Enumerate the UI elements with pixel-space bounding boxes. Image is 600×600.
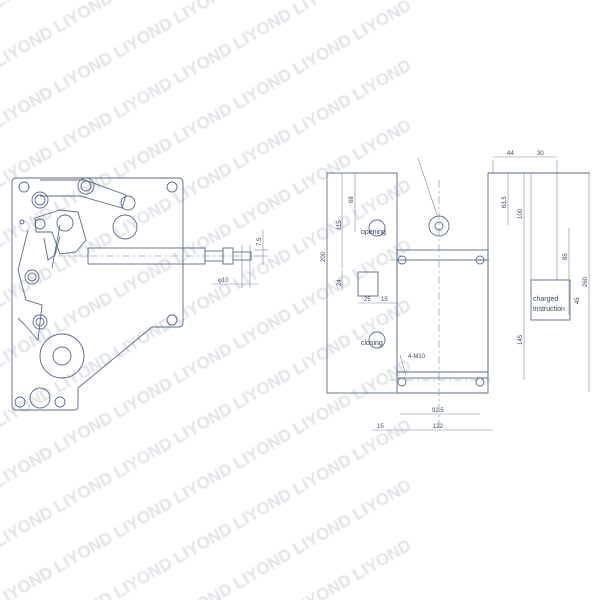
dim-100: 100 [518,208,524,219]
dim-24: 24 [337,279,343,286]
dim-122: 122 [433,424,444,430]
frame-outline [326,157,590,430]
dim-15-top: 15 [381,297,388,303]
dim-200: 200 [321,251,327,262]
dim-30: 30 [537,151,544,157]
dim-44: 44 [507,151,514,157]
rod-dimensions [212,230,268,288]
opening-label: opening [361,229,386,236]
charged-instruction-window [530,279,571,321]
dim-260: 260 [583,276,589,287]
rod-offset-label: 7.5 [257,237,263,246]
mounting-plate [11,177,184,411]
rod-diameter-label: φ10 [218,278,229,284]
dim-85: 85 [563,253,569,260]
closing-label: closing [361,340,383,347]
charged-instruction-label-2: instruction [533,306,565,313]
dim-68: 68 [349,196,355,203]
dim-25: 25 [364,297,371,303]
holes [368,215,485,387]
linkage-arms [17,179,127,342]
dim-92-5: 92.5 [432,408,444,414]
actuating-rod [58,247,265,265]
dim-45: 45 [575,297,581,304]
dim-63-5: 63.5 [502,196,508,208]
charged-instruction-label-1: charged [533,296,558,303]
dim-115: 115 [337,220,343,230]
dimension-lines [326,156,590,431]
bolts-label: 4-M10 [408,354,426,360]
dim-15-bottom: 15 [377,424,384,430]
mounting-holes [14,177,178,409]
dim-145: 145 [518,334,524,345]
